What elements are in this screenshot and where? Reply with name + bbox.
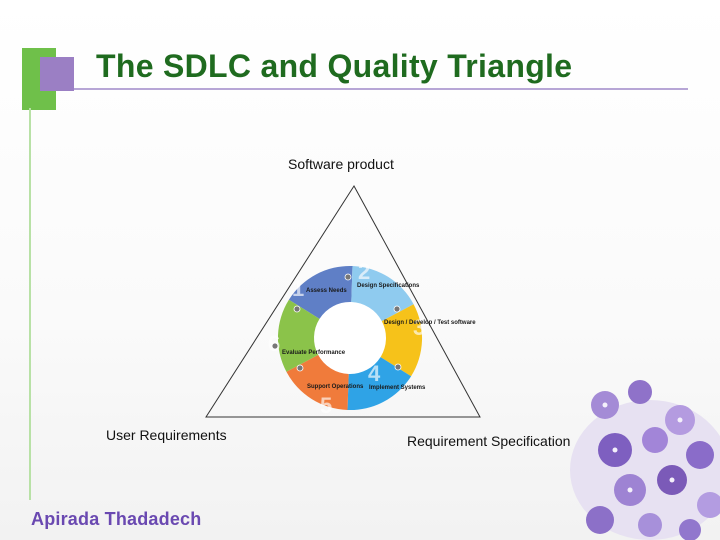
flower-decoration bbox=[570, 380, 720, 540]
slide-title: The SDLC and Quality Triangle bbox=[96, 48, 573, 84]
step-number-4: 4 bbox=[368, 361, 381, 386]
cycle-segment-3 bbox=[380, 304, 423, 377]
step-number-3: 3 bbox=[413, 315, 425, 340]
step-label-6: Evaluate Performance bbox=[282, 350, 346, 356]
step-dot-5 bbox=[296, 364, 304, 372]
step-number-2: 2 bbox=[358, 259, 370, 284]
triangle-label-right: Requirement Specification bbox=[407, 433, 571, 449]
cycle-segment-4 bbox=[347, 357, 412, 411]
corner-square-purple bbox=[40, 57, 74, 91]
step-label-3: Design / Develop / Test software bbox=[384, 320, 476, 326]
cycle-segment-1 bbox=[288, 265, 353, 319]
step-label-1: Assess Needs bbox=[306, 288, 347, 294]
cycle-center bbox=[314, 302, 386, 374]
step-label-2: Design Specifications bbox=[357, 283, 420, 289]
step-label-5: Support Operations bbox=[307, 384, 364, 390]
step-dot-4 bbox=[394, 363, 402, 371]
step-dot-6 bbox=[271, 342, 279, 350]
cycle-segment-6 bbox=[277, 299, 320, 372]
step-label-4: Implement Systems bbox=[369, 385, 426, 391]
triangle-label-left: User Requirements bbox=[106, 427, 227, 443]
title-underline bbox=[74, 88, 688, 90]
step-number-5: 5 bbox=[320, 393, 332, 418]
quality-triangle bbox=[205, 185, 481, 418]
left-vertical-line bbox=[29, 108, 31, 500]
step-dot-3 bbox=[393, 305, 401, 313]
step-number-1: 1 bbox=[292, 276, 304, 301]
triangle-label-top: Software product bbox=[288, 156, 394, 172]
footer-author: Apirada Thadadech bbox=[31, 509, 202, 529]
step-dot-1 bbox=[293, 305, 301, 313]
step-dot-2 bbox=[344, 273, 352, 281]
